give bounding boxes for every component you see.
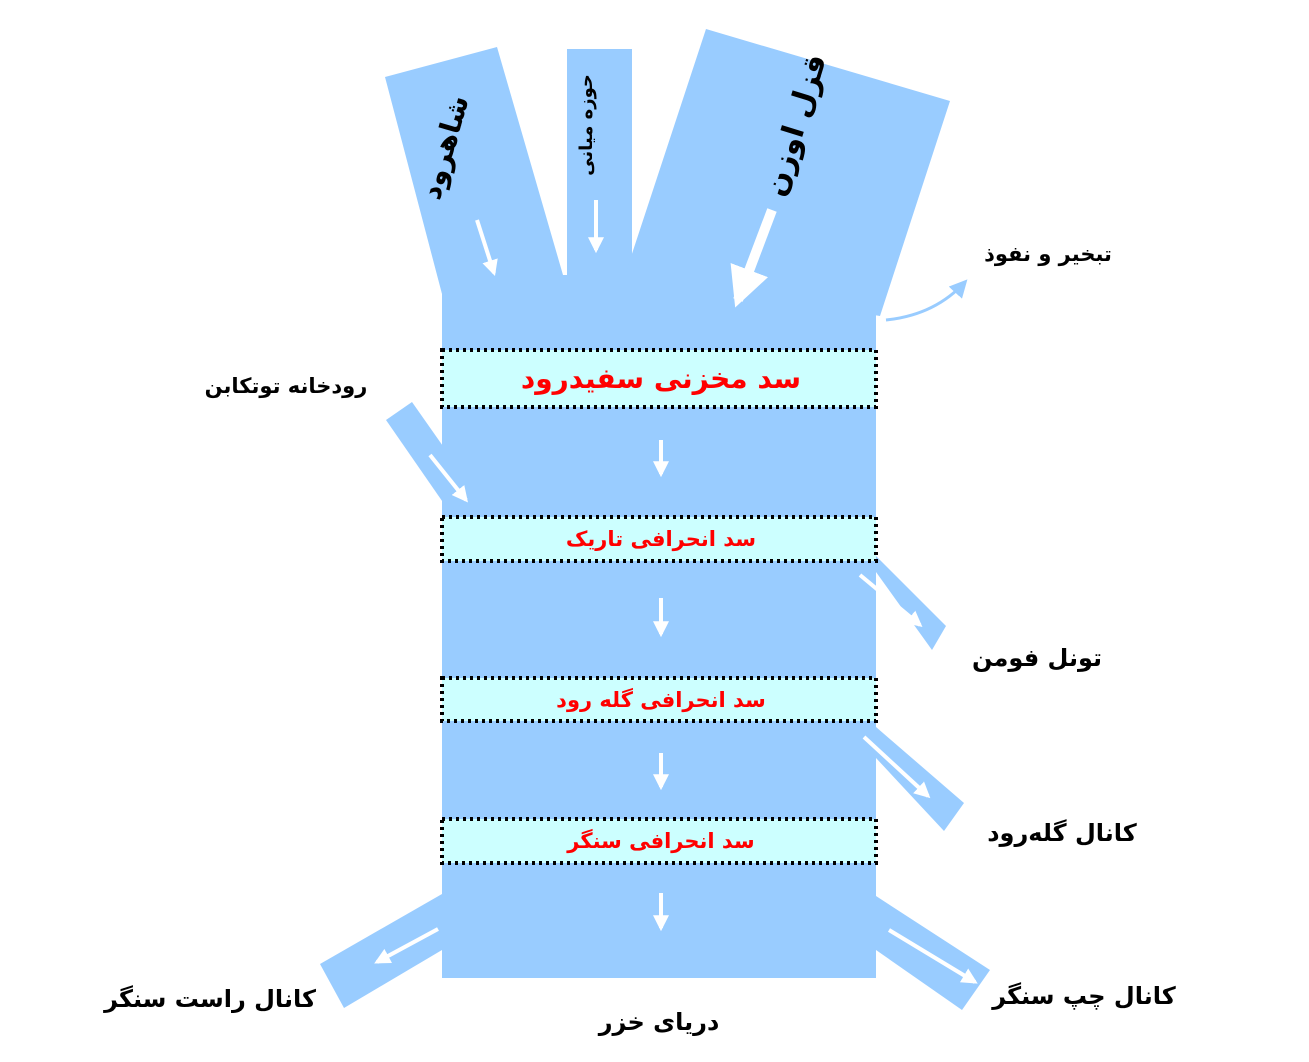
right-sangar-canal-branch <box>320 894 442 1008</box>
arrow-icon <box>374 927 439 964</box>
tutkabon-label: رودخانه توتکابن <box>205 374 368 398</box>
shahrood-branch <box>385 47 563 294</box>
dam-band-sangar <box>440 817 878 865</box>
dam-label-sefidrood: سد مخزنی سفیدرود <box>521 362 801 395</box>
curved-arrow-icon <box>885 279 968 322</box>
dam-band-golerood <box>440 676 878 723</box>
arrow-icon <box>862 735 931 799</box>
evaporation-label: تبخیر و نفوذ <box>984 242 1112 266</box>
caspian-sea-label: دریای خزر <box>598 1008 720 1036</box>
dam-label-tarik: سد انحرافی تاریک <box>566 527 756 551</box>
right-sangar-canal-label: کانال راست سنگر <box>103 985 316 1013</box>
arrow-icon <box>428 453 468 503</box>
dam-band-sefidrood <box>440 348 878 409</box>
golerood-canal-branch <box>876 727 964 831</box>
arrow-icon <box>730 208 777 308</box>
arrow-icon <box>858 573 923 628</box>
dam-label-golerood: سد انحرافی گله رود <box>556 687 766 712</box>
arrow-icon <box>887 928 978 984</box>
ghezel-ozan-branch <box>625 29 950 316</box>
middle-basin-label: حوزه میانی <box>576 74 597 176</box>
left-sangar-canal-label: کانال چپ سنگر <box>991 982 1176 1010</box>
golerood-canal-label: کانال گله‌رود <box>987 819 1137 847</box>
fuman-tunnel-branch <box>876 556 946 650</box>
arrow-icon <box>475 219 498 277</box>
left-sangar-canal-branch <box>876 896 990 1010</box>
fuman-tunnel-label: تونل فومن <box>972 644 1102 672</box>
dam-label-sangar: سد انحرافی سنگر <box>566 828 754 853</box>
dam-band-tarik <box>440 515 878 563</box>
